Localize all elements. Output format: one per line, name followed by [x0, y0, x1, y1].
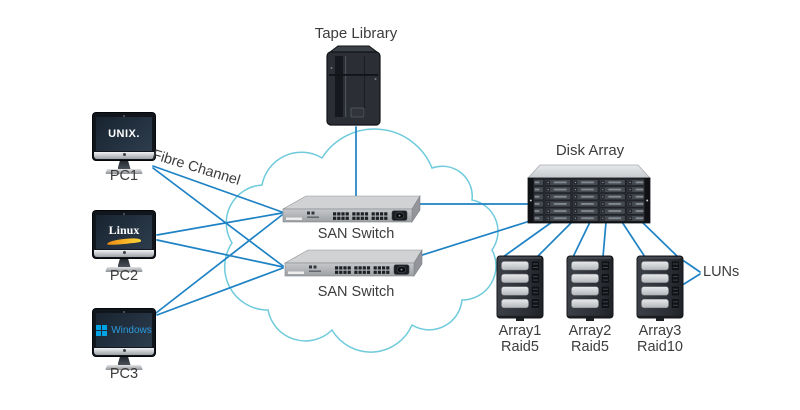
pc2-label: PC2: [109, 268, 139, 284]
pc1-screen: UNIX.: [96, 117, 152, 151]
pc2-monitor: Linux: [92, 210, 156, 259]
array1-raid: Raid5: [501, 339, 539, 355]
luns-callout-lower: [683, 273, 701, 285]
array3-label: Array3 Raid10: [620, 323, 700, 355]
link-pc3-to-switch1: [155, 214, 283, 314]
monitor-chin: [94, 348, 154, 355]
monitor-stand: [117, 161, 131, 169]
link-pc2-to-switch1: [156, 212, 283, 236]
pc3-label: PC3: [109, 366, 139, 382]
san-switch-1-icon: [282, 195, 421, 223]
disk-array-icon: [527, 164, 651, 224]
link-pc1-to-switch2: [152, 167, 284, 267]
array3-name: Array3: [638, 323, 682, 339]
link-pc3-to-switch2: [156, 267, 284, 316]
pc1-label: PC1: [109, 168, 139, 184]
monitor-stand: [117, 259, 131, 267]
unix-logo: UNIX.: [108, 128, 140, 140]
tape-library-icon: [326, 45, 381, 126]
array1-name: Array1: [498, 323, 542, 339]
pc2-screen: Linux: [96, 215, 152, 249]
array1-label: Array1 Raid5: [480, 323, 560, 355]
windows-flag-icon: [96, 324, 108, 336]
san-switch-2-icon: [284, 249, 423, 277]
pc1-monitor: UNIX.: [92, 112, 156, 161]
luns-callout-upper: [683, 260, 701, 273]
pc3-monitor: Windows: [92, 308, 156, 357]
logo-dot-icon: [122, 153, 126, 156]
windows-logo: Windows: [111, 324, 152, 336]
drive-tray-grid: [534, 179, 644, 222]
link-diskarray-to-array3-b: [641, 221, 679, 258]
array2-name: Array2: [568, 323, 612, 339]
linux-logo: Linux: [108, 222, 140, 237]
link-diskarray-to-array1-a: [502, 221, 553, 258]
monitor-base: [105, 267, 143, 272]
array3-icon: [636, 255, 684, 322]
linux-swoosh-icon: [106, 237, 142, 245]
monitor-chin: [94, 152, 154, 159]
array1-icon: [496, 255, 544, 322]
san-switch-2-label: SAN Switch: [317, 284, 395, 300]
logo-dot-icon: [122, 251, 126, 254]
disk-array-label: Disk Array: [555, 142, 625, 159]
connection-lines: [152, 126, 701, 316]
link-pc1-to-switch1: [152, 165, 283, 213]
monitor-stand: [117, 357, 131, 365]
monitor-base: [105, 169, 143, 174]
pc3-screen: Windows: [96, 313, 152, 347]
luns-label: LUNs: [703, 264, 740, 280]
monitor-base: [105, 365, 143, 370]
monitor-chin: [94, 250, 154, 257]
camera-dot-icon: [123, 114, 125, 117]
link-diskarray-to-array2-a: [572, 221, 591, 258]
array3-raid: Raid10: [637, 339, 683, 355]
logo-dot-icon: [122, 349, 126, 352]
san-switch-1-label: SAN Switch: [317, 226, 395, 242]
link-diskarray-to-array3-a: [621, 221, 646, 258]
array2-icon: [566, 255, 614, 322]
array2-label: Array2 Raid5: [550, 323, 630, 355]
link-pc2-to-switch2: [156, 239, 284, 268]
pc1-computer: UNIX.: [92, 112, 156, 174]
tape-library-label: Tape Library: [314, 25, 398, 42]
link-diskarray-to-array1-b: [536, 221, 573, 258]
link-diskarray-to-array2-b: [602, 221, 607, 258]
camera-dot-icon: [123, 212, 125, 215]
camera-dot-icon: [123, 310, 125, 313]
pc2-computer: Linux: [92, 210, 156, 272]
array2-raid: Raid5: [571, 339, 609, 355]
link-switch2-to-diskarray: [415, 220, 531, 258]
fibre-channel-cloud: [223, 128, 499, 353]
pc3-computer: Windows: [92, 308, 156, 370]
